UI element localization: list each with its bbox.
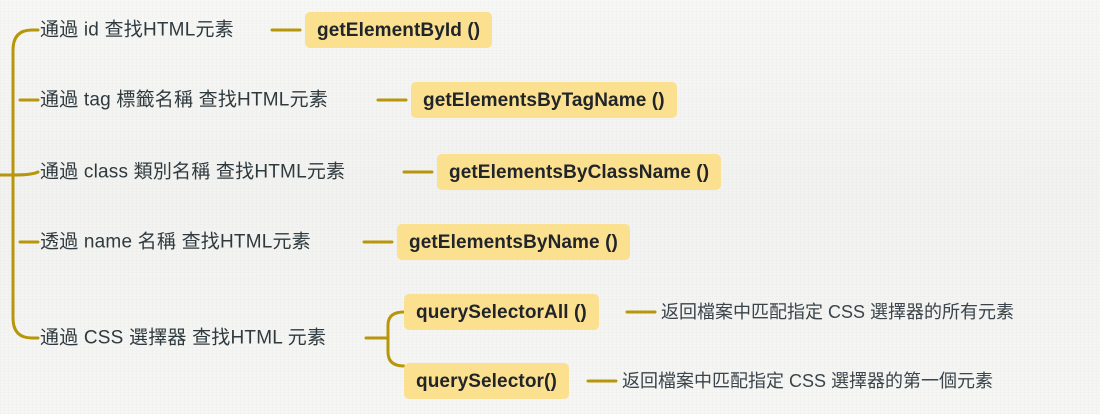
- method-chip-get-element-by-id[interactable]: getElementById (): [305, 12, 493, 48]
- branch-label-by-class: 通過 class 類別名稱 查找HTML元素: [40, 161, 346, 183]
- branch-label-by-css-selector: 通過 CSS 選擇器 查找HTML 元素: [40, 327, 327, 349]
- description-query-selector-all: 返回檔案中匹配指定 CSS 選擇器的所有元素: [661, 302, 1015, 322]
- branch-label-by-tag: 通過 tag 標籤名稱 查找HTML元素: [40, 89, 328, 111]
- description-query-selector: 返回檔案中匹配指定 CSS 選擇器的第一個元素: [622, 371, 994, 391]
- method-chip-get-elements-by-tag-name[interactable]: getElementsByTagName (): [411, 82, 677, 118]
- method-chip-get-elements-by-class-name[interactable]: getElementsByClassName (): [437, 154, 722, 190]
- method-chip-query-selector-all[interactable]: querySelectorAll (): [404, 294, 599, 330]
- branch-label-by-id: 通過 id 查找HTML元素: [40, 19, 234, 41]
- branch-label-by-name: 透過 name 名稱 查找HTML元素: [40, 231, 311, 253]
- method-chip-query-selector[interactable]: querySelector(): [404, 363, 569, 399]
- method-chip-get-elements-by-name[interactable]: getElementsByName (): [397, 224, 630, 260]
